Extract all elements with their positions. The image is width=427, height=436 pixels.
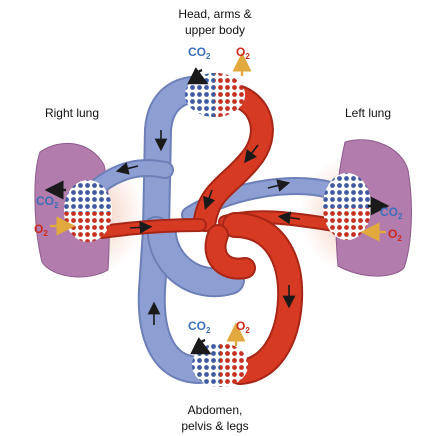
- o2-label-lower: O2: [236, 319, 250, 335]
- co2-label-right-lung: CO2: [36, 194, 59, 210]
- co2-in-lower-icon: [190, 337, 212, 355]
- right-lung-capillary-bed: [64, 180, 112, 242]
- lower-capillary-bed: [192, 343, 248, 387]
- flow-arrow-pv-right-icon: [129, 221, 153, 234]
- flow-arrow-pv-left-icon: [277, 211, 301, 225]
- gas-exchange-arrows: [44, 52, 390, 355]
- upper-body-label-line1: Head, arms &: [178, 7, 251, 21]
- left-lung-label: Left lung: [345, 106, 391, 120]
- upper-capillary-bed: [185, 73, 245, 117]
- left-lung-capillary-bed: [323, 173, 371, 240]
- flow-arrow-heart-icon: [203, 189, 216, 211]
- upper-body-label-line2: upper body: [185, 23, 245, 37]
- lower-body-label-line1: Abdomen,: [188, 403, 243, 417]
- right-lung-label: Right lung: [45, 106, 99, 120]
- flow-arrow-pa-right-icon: [115, 162, 139, 175]
- o2-label-upper: O2: [236, 45, 250, 61]
- flow-arrow-pa-left-icon: [267, 179, 291, 192]
- co2-in-upper-icon: [187, 67, 209, 85]
- oxygenated-vessels: [95, 83, 342, 385]
- co2-label-left-lung: CO2: [380, 205, 403, 221]
- lower-body-label-line2: pelvis & legs: [181, 419, 248, 433]
- flow-arrow-aorta-icon: [244, 144, 259, 164]
- o2-label-left-lung: O2: [388, 227, 402, 243]
- flow-arrows: [115, 130, 301, 325]
- o2-label-right-lung: O2: [34, 222, 48, 238]
- co2-label-lower: CO2: [188, 319, 211, 335]
- co2-label-upper: CO2: [188, 45, 211, 61]
